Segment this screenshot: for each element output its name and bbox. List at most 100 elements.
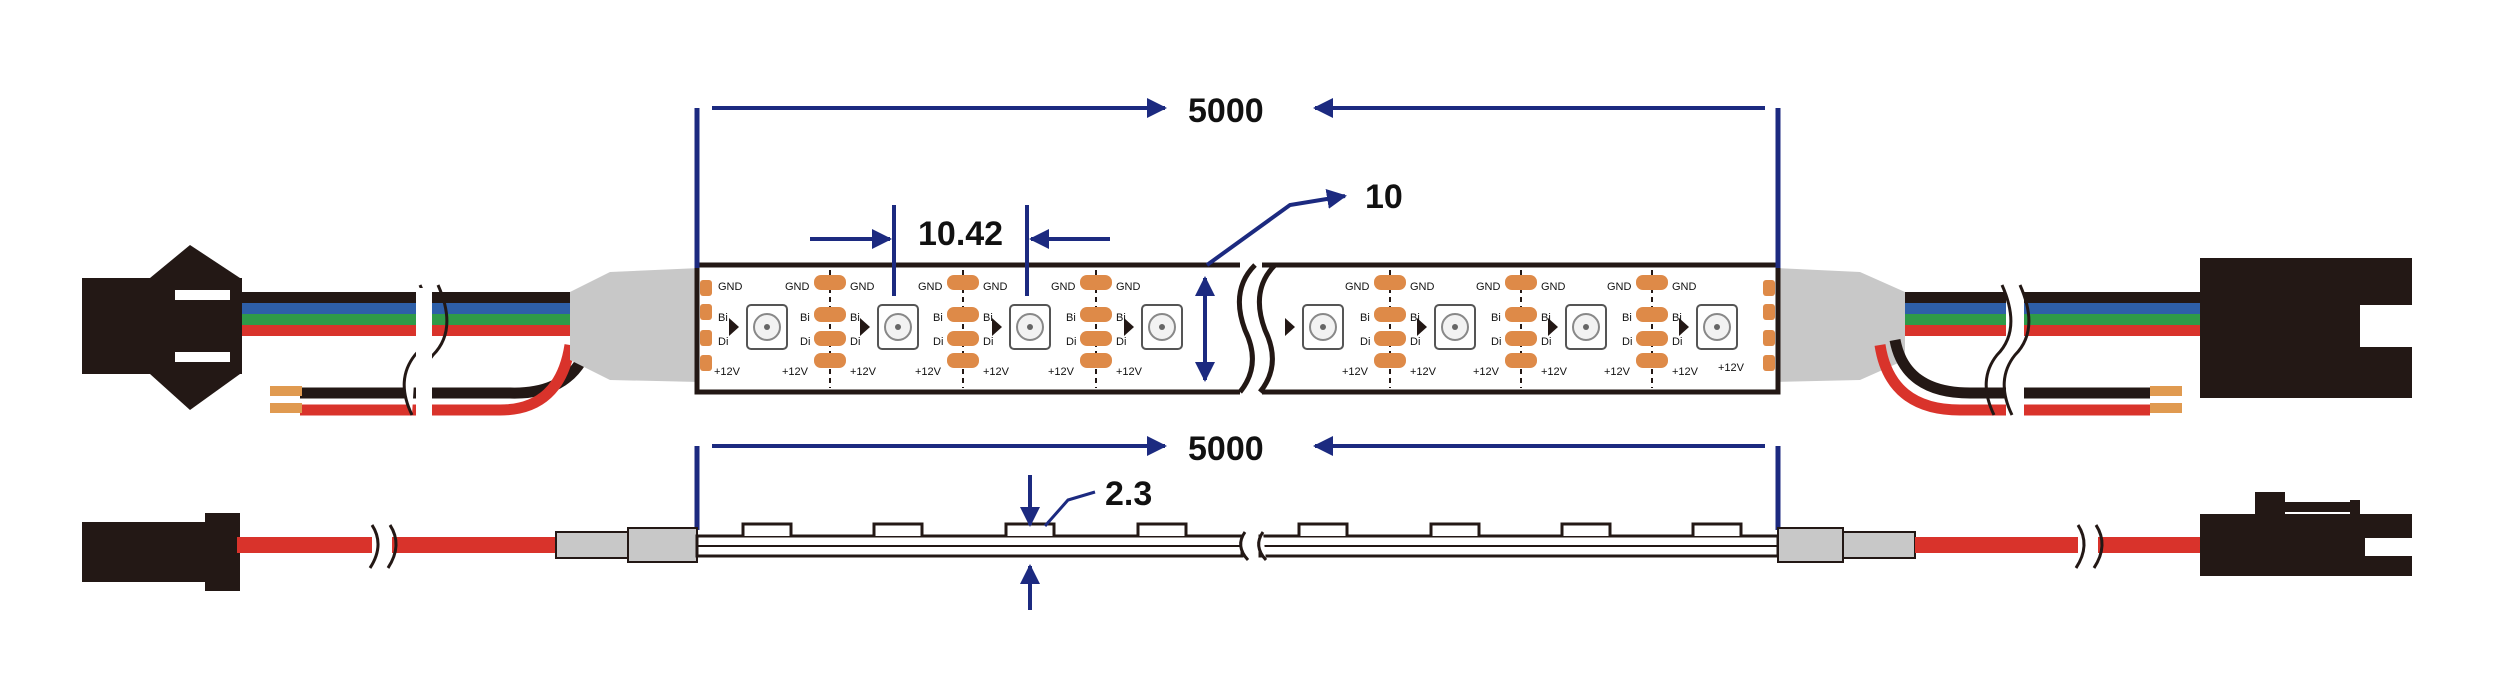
pad-label-bi: Bi — [1116, 312, 1126, 324]
pad-label-bi: Bi — [800, 312, 810, 324]
pad-label-gnd: GND — [1541, 281, 1566, 293]
solder-pad — [1374, 275, 1406, 290]
pad-label-bi: Bi — [1672, 312, 1682, 324]
left-side-sleeve — [555, 527, 698, 563]
left-side-connector — [82, 513, 559, 591]
left-sleeve — [570, 268, 700, 382]
end-pad — [700, 355, 712, 371]
pad-label-bi: Bi — [1360, 312, 1370, 324]
led-die — [1714, 324, 1720, 330]
data-direction-icon — [1548, 318, 1558, 336]
right-wire-bundle — [1874, 284, 2205, 418]
pad-label-bi: Bi — [1541, 312, 1551, 324]
led-pitch-label: 10.42 — [918, 215, 1003, 253]
pad-label-gnd: GND — [718, 281, 743, 293]
led-die — [1159, 324, 1165, 330]
pad-label-12v: +12V — [1718, 362, 1745, 374]
pad-label-gnd: GND — [1345, 281, 1370, 293]
width-dimension: 10 — [1195, 178, 1403, 382]
solder-pad — [1374, 331, 1406, 346]
left-wire-bundle — [230, 284, 596, 418]
pad-label-12v: +12V — [714, 366, 741, 378]
end-pad — [1763, 280, 1775, 296]
pad-label-12v: +12V — [1048, 366, 1075, 378]
pad-label-bi: Bi — [983, 312, 993, 324]
pad-label-12v: +12V — [1672, 366, 1699, 378]
pad-label-gnd: GND — [1672, 281, 1697, 293]
led-bump — [1691, 522, 1743, 536]
led-bump — [1297, 522, 1349, 536]
thickness-label: 2.3 — [1105, 475, 1152, 513]
pad-label-di: Di — [1672, 336, 1682, 348]
pad-label-12v: +12V — [1541, 366, 1568, 378]
pad-label-di: Di — [1410, 336, 1420, 348]
solder-pad — [814, 307, 846, 322]
solder-pad — [1080, 353, 1112, 368]
left-connector — [82, 245, 242, 410]
strip-break — [1236, 258, 1277, 400]
right-connector — [2200, 258, 2414, 398]
end-pad — [700, 304, 712, 320]
pad-label-gnd: GND — [1116, 281, 1141, 293]
solder-pad — [1636, 275, 1668, 290]
pad-label-bi: Bi — [850, 312, 860, 324]
data-direction-icon — [729, 318, 739, 336]
solder-pad — [814, 275, 846, 290]
solder-pad — [814, 353, 846, 368]
solder-pad — [1505, 353, 1537, 368]
pad-label-gnd: GND — [1051, 281, 1076, 293]
pad-label-di: Di — [1360, 336, 1370, 348]
solder-pad — [1080, 307, 1112, 322]
data-direction-icon — [1124, 318, 1134, 336]
pad-label-12v: +12V — [983, 366, 1010, 378]
pad-label-bi: Bi — [1066, 312, 1076, 324]
led-die — [1583, 324, 1589, 330]
led-die — [1320, 324, 1326, 330]
end-pad — [700, 280, 712, 296]
pad-label-12v: +12V — [1604, 366, 1631, 378]
pad-label-12v: +12V — [1410, 366, 1437, 378]
pad-label-di: Di — [718, 336, 728, 348]
led-die — [764, 324, 770, 330]
led-bump — [872, 522, 924, 536]
pad-label-di: Di — [1116, 336, 1126, 348]
pad-label-12v: +12V — [782, 366, 809, 378]
pad-label-di: Di — [933, 336, 943, 348]
led-die — [1452, 324, 1458, 330]
pad-label-gnd: GND — [1476, 281, 1501, 293]
pad-label-12v: +12V — [1116, 366, 1143, 378]
solder-pad — [1374, 353, 1406, 368]
led-bump — [1560, 522, 1612, 536]
strip-side-view — [695, 522, 1780, 562]
end-pad — [1763, 330, 1775, 346]
pad-label-bi: Bi — [933, 312, 943, 324]
led-bump — [1136, 522, 1188, 536]
solder-pad — [1505, 275, 1537, 290]
pad-label-bi: Bi — [1491, 312, 1501, 324]
pad-label-bi: Bi — [1622, 312, 1632, 324]
led-die — [895, 324, 901, 330]
pad-label-12v: +12V — [915, 366, 942, 378]
pad-label-bi: Bi — [1410, 312, 1420, 324]
pad-label-di: Di — [1541, 336, 1551, 348]
strip-width-label: 10 — [1365, 178, 1403, 216]
solder-pad — [814, 331, 846, 346]
pad-label-12v: +12V — [850, 366, 877, 378]
pad-label-gnd: GND — [1607, 281, 1632, 293]
solder-pad — [1080, 275, 1112, 290]
solder-pad — [947, 331, 979, 346]
top-length-label: 5000 — [1188, 92, 1264, 130]
solder-pad — [1636, 353, 1668, 368]
pad-label-di: Di — [850, 336, 860, 348]
pad-label-di: Di — [800, 336, 810, 348]
pad-label-di: Di — [1066, 336, 1076, 348]
pad-label-di: Di — [983, 336, 993, 348]
thickness-dimension: 2.3 — [1020, 475, 1152, 610]
pad-label-12v: +12V — [1473, 366, 1500, 378]
solder-pad — [947, 353, 979, 368]
data-direction-icon — [1417, 318, 1427, 336]
data-direction-icon — [1285, 318, 1295, 336]
pad-label-12v: +12V — [1342, 366, 1369, 378]
